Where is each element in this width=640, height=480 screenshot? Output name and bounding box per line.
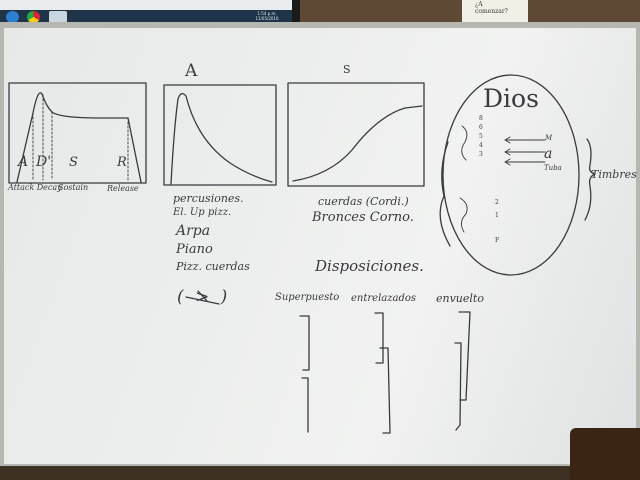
accent-symbol: ( > ) [177, 287, 231, 307]
disposiciones-title: Disposiciones. [315, 257, 424, 275]
envuelto-bracket-inner [454, 342, 462, 431]
superpuesto-bracket-bottom [301, 377, 309, 433]
dios-title: Dios [483, 84, 539, 113]
taskbar-clock: 1:54 p.m. 11/05/2016 [255, 11, 279, 21]
attack-instrument-1: percusiones. [173, 192, 244, 205]
swell-chart-box [287, 82, 425, 187]
attack-chart-box [163, 84, 277, 186]
arrow-label-tuba: Tuba [544, 164, 562, 172]
attack-instrument-2: El. Up pizz. [173, 207, 232, 218]
timbres-label: Timbres [591, 168, 637, 181]
entrelazados-bracket-b [379, 347, 391, 434]
paper-note-text: ¿A comenzar? [475, 1, 508, 15]
attack-instrument-3: Arpa [176, 223, 211, 239]
attack-instrument-5: Pizz. cuerdas [176, 260, 250, 273]
envelope-letter-d: D' [36, 154, 52, 170]
swell-curve [292, 105, 423, 182]
swell-header: S [343, 63, 351, 76]
windows-taskbar: 1:54 p.m. 11/05/2016 [0, 10, 292, 24]
swell-instrument-1: cuerdas (Cordi.) [318, 195, 409, 208]
dios-register-column-low: 2 1 F [495, 199, 500, 244]
type-superpuesto: Superpuesto [275, 292, 340, 303]
dios-register-column: 8 6 5 4 3 [479, 115, 483, 158]
chair [570, 428, 640, 480]
timbres-brace [584, 138, 596, 221]
whiteboard-tray [0, 466, 640, 480]
arrow-label-m: M [545, 134, 553, 142]
swell-instrument-2: Bronces Corno. [312, 210, 414, 225]
envelope-curve [16, 92, 142, 183]
chrome-icon [27, 11, 40, 23]
whiteboard [4, 28, 636, 464]
attack-curve [170, 92, 273, 185]
arrow-label-a: a [544, 146, 553, 162]
attack-instrument-4: Piano [176, 242, 213, 257]
monitor-screen [0, 0, 292, 10]
type-envuelto: envuelto [436, 292, 484, 305]
envelope-label-release: Release [107, 184, 139, 193]
superpuesto-bracket-top [299, 315, 310, 371]
envelope-letter-s: S [69, 155, 78, 170]
attack-header: A [185, 61, 198, 81]
dios-oval [442, 74, 580, 276]
window-icon [49, 11, 67, 23]
envelope-letter-r: R [117, 155, 127, 170]
envelope-box [8, 82, 147, 184]
envelope-label-sostain: Sostain [58, 183, 89, 192]
type-entrelazados: entrelazados [351, 293, 417, 304]
envuelto-bracket-outer [458, 311, 471, 401]
entrelazados-bracket-a [374, 312, 384, 364]
envelope-letter-a: A [18, 154, 29, 170]
internet-explorer-icon [6, 11, 19, 23]
envelope-label-attack-decay: Attack Decay [8, 183, 62, 192]
